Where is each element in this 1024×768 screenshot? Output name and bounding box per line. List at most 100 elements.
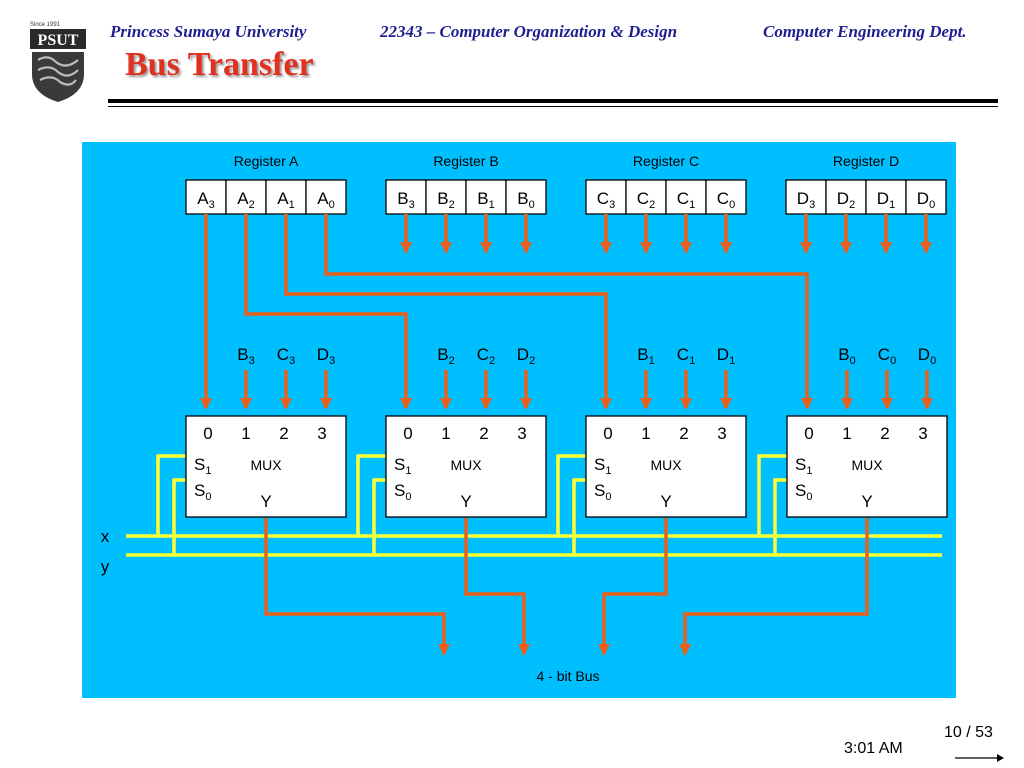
next-arrow-icon[interactable]: [955, 752, 1005, 764]
register-d-output-arrow-2-head: [880, 242, 892, 254]
mux-3-input-label-d: D0​: [918, 345, 936, 367]
mux-0-pin-1: 1: [241, 424, 250, 443]
mux-3-s1-wire: [757, 454, 787, 536]
mux-1-s0-wire: [372, 478, 386, 555]
mux-3-input-arrow-3-head: [921, 398, 933, 410]
mux-1-output-arrow-head: [518, 644, 530, 656]
register-label-d: Register D: [833, 153, 899, 169]
register-a-route-3-head: [200, 398, 212, 410]
select-label-y: y: [101, 557, 110, 576]
mux-2-pin-0: 0: [603, 424, 612, 443]
mux-1-box: [385, 415, 547, 518]
register-label-a: Register A: [234, 153, 299, 169]
register-d-bit-0: D0​: [917, 189, 935, 211]
mux-1-label: MUX: [450, 457, 482, 473]
mux-0-pin-0: 0: [203, 424, 212, 443]
mux-0-s1-wire: [156, 454, 186, 536]
mux-0-s0-label: S0​: [194, 481, 211, 503]
register-label-c: Register C: [633, 153, 699, 169]
mux-0-s1-label: S1​: [194, 455, 211, 477]
header-department: Computer Engineering Dept.: [763, 22, 967, 41]
mux-0-input-label-d: D3​: [317, 345, 335, 367]
mux-2-input-arrow-3-head: [720, 398, 732, 410]
register-a-route-1: [284, 214, 608, 408]
register-a-route-1-head: [600, 398, 612, 410]
register-d-bit-1: D1​: [877, 189, 895, 211]
mux-1-input-arrow-3-head: [520, 398, 532, 410]
mux-2-output-label: Y: [660, 492, 671, 511]
mux-1-output-arrow: [464, 518, 526, 654]
register-b-bit-2: B2​: [437, 189, 454, 211]
mux-2-label: MUX: [650, 457, 682, 473]
mux-1-input-arrow-2-head: [480, 398, 492, 410]
svg-text:PSUT: PSUT: [38, 32, 79, 49]
mux-1-pin-2: 2: [479, 424, 488, 443]
mux-0-box: [185, 415, 347, 518]
mux-0-input-label-c: C3​: [277, 345, 295, 367]
mux-2-s0-wire: [572, 478, 586, 555]
mux-3-pin-1: 1: [842, 424, 851, 443]
mux-2-input-label-c: C1​: [677, 345, 695, 367]
mux-0-output-label: Y: [260, 492, 271, 511]
mux-1-pin-1: 1: [441, 424, 450, 443]
register-a-bit-2: A2​: [237, 189, 254, 211]
mux-3-s1-label: S1​: [795, 455, 812, 477]
mux-2-input-arrow-2-head: [680, 398, 692, 410]
register-b-bit-0: B0​: [517, 189, 534, 211]
register-d-output-arrow-1-head: [840, 242, 852, 254]
register-c-output-arrow-3-head: [720, 242, 732, 254]
bus-transfer-diagram: Register AA3​A2​A1​A0​Register BB3​B2​B1…: [82, 142, 956, 698]
mux-3-pin-3: 3: [918, 424, 927, 443]
mux-0-output-arrow-head: [438, 644, 450, 656]
register-a-bit-1: A1​: [277, 189, 294, 211]
mux-2-s1-label: S1​: [594, 455, 611, 477]
header-university: Princess Sumaya University: [110, 22, 307, 41]
header-rule-thin: [108, 106, 998, 107]
mux-3-input-label-b: B0​: [838, 345, 855, 367]
register-d-output-arrow-0-head: [800, 242, 812, 254]
mux-2-box: [585, 415, 747, 518]
page-title: Bus Transfer: [125, 46, 314, 83]
register-b-bit-1: B1​: [477, 189, 494, 211]
register-a-bit-3: A3​: [197, 189, 214, 211]
mux-0-input-arrow-3-head: [320, 398, 332, 410]
mux-1-s1-wire: [356, 454, 386, 536]
mux-3-s0-wire: [773, 478, 787, 555]
register-d-output-arrow-3-head: [920, 242, 932, 254]
register-b-output-arrow-1-head: [440, 242, 452, 254]
register-c-bit-3: C3​: [597, 189, 615, 211]
header-course: 22343 – Computer Organization & Design: [380, 22, 678, 41]
mux-2-input-label-b: B1​: [637, 345, 654, 367]
mux-3-input-label-c: C0​: [878, 345, 896, 367]
register-b-output-arrow-2-head: [480, 242, 492, 254]
mux-1-s0-label: S0​: [394, 481, 411, 503]
slide-number: 10 / 53: [944, 724, 993, 741]
mux-1-output-label: Y: [460, 492, 471, 511]
register-b-cell-0: [505, 179, 547, 215]
mux-1-input-label-b: B2​: [437, 345, 454, 367]
mux-2-pin-3: 3: [717, 424, 726, 443]
mux-2-pin-2: 2: [679, 424, 688, 443]
register-d-cell-2: [825, 179, 867, 215]
mux-3-label: MUX: [851, 457, 883, 473]
register-a-cell-2: [225, 179, 267, 215]
register-d-bit-3: D3​: [797, 189, 815, 211]
register-d-cell-1: [865, 179, 907, 215]
mux-3-output-arrow-head: [679, 644, 691, 656]
mux-3-pin-2: 2: [880, 424, 889, 443]
register-b-output-arrow-3-head: [520, 242, 532, 254]
mux-2-input-arrow-1-head: [640, 398, 652, 410]
mux-0-input-label-b: B3​: [237, 345, 254, 367]
mux-1-input-label-d: D2​: [517, 345, 535, 367]
mux-3-s0-label: S0​: [795, 481, 812, 503]
bus-label: 4 - bit Bus: [536, 668, 599, 684]
register-c-bit-0: C0​: [717, 189, 735, 211]
mux-3-box: [786, 415, 948, 518]
register-c-bit-1: C1​: [677, 189, 695, 211]
select-label-x: x: [101, 527, 110, 546]
register-b-bit-3: B3​: [397, 189, 414, 211]
register-a-bit-0: A0​: [317, 189, 334, 211]
register-a-route-2-head: [400, 398, 412, 410]
register-c-output-arrow-1-head: [640, 242, 652, 254]
mux-2-output-arrow-head: [598, 644, 610, 656]
